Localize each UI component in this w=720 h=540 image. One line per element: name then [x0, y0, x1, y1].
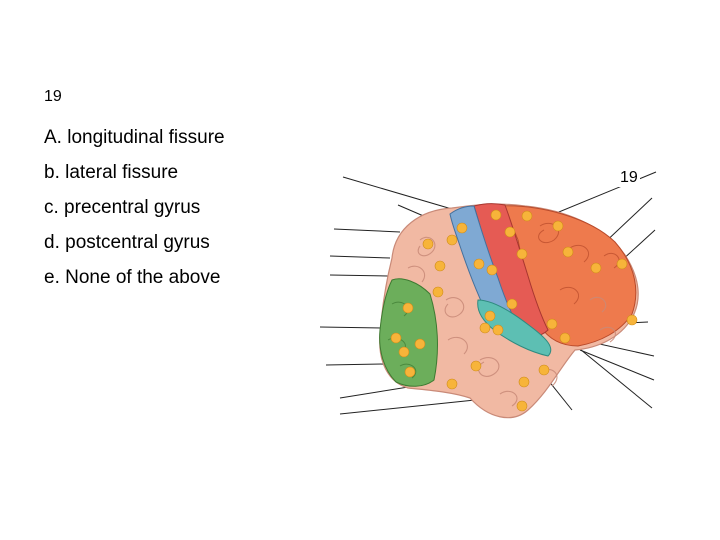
- answer-options: A. longitudinal fissure b. lateral fissu…: [44, 120, 225, 295]
- option-e: e. None of the above: [44, 267, 221, 288]
- figure-label: 19: [618, 169, 640, 187]
- option-c: c. precentral gyrus: [44, 197, 201, 218]
- frontal-gyri-texture: [538, 222, 620, 305]
- option-d: d. postcentral gyrus: [44, 232, 210, 253]
- structure-markers: [390, 209, 638, 412]
- option-b: b. lateral fissure: [44, 162, 179, 183]
- brain-lateral-view-illustration: [319, 171, 657, 419]
- insula-region: [477, 299, 552, 357]
- occipital-lobe-region: [379, 278, 438, 387]
- frontal-lobe-region: [496, 205, 637, 347]
- option-a: A. longitudinal fissure: [44, 127, 225, 148]
- slide-number: 19: [44, 88, 62, 105]
